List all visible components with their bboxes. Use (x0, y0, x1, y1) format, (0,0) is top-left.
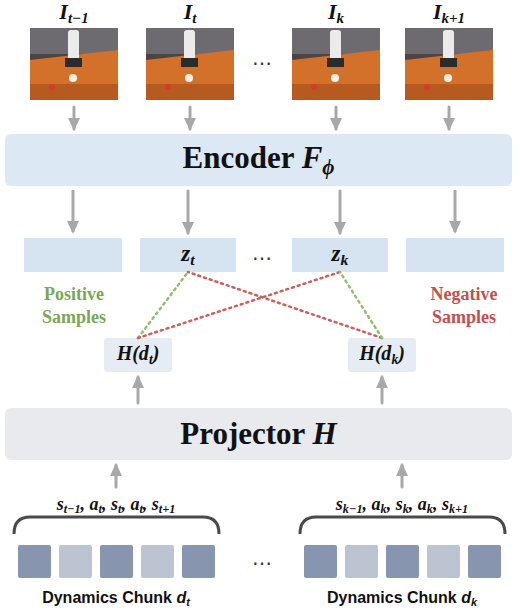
text-part: F (302, 140, 323, 175)
image-frame: Ik+1 (403, 0, 495, 102)
latent-box: zk (292, 238, 388, 272)
image-frame: It−1 (28, 0, 120, 102)
flow-arrow (189, 107, 192, 129)
text-part: k (337, 10, 344, 26)
text-part: k (427, 502, 433, 516)
frame-label: Ik (328, 0, 344, 30)
flow-arrow (187, 191, 190, 233)
frame-label: It (184, 0, 197, 30)
projection-label: H(dt) (117, 342, 160, 368)
latent-box (406, 238, 504, 272)
text-part: k (381, 502, 387, 516)
flow-arrow (137, 377, 140, 403)
chunk-label: Dynamics Chunk dk (327, 589, 477, 608)
projection-box: H(dt) (104, 338, 172, 372)
text-part: t (118, 502, 121, 516)
text-part: k (341, 251, 349, 268)
negative-pair-line (188, 272, 382, 338)
robot-photo (292, 28, 380, 100)
text-part: t (99, 502, 102, 516)
image-frame: Ik (290, 0, 382, 102)
text-part: t (190, 251, 194, 268)
text-part: H (313, 416, 337, 451)
ellipsis: … (242, 546, 282, 570)
text-part: ϕ (322, 155, 334, 179)
text-part: t (149, 352, 153, 367)
chunk-sequence: st−1, at, st, at, st+1 (57, 494, 176, 517)
robot-photo (405, 28, 493, 100)
state-square (386, 545, 419, 578)
flow-arrow (115, 465, 118, 487)
action-square (345, 545, 378, 578)
text-part: k (471, 596, 477, 608)
encoder-label: Encoder Fϕ (182, 140, 334, 180)
dynamics-chunk: st−1, at, st, at, st+1Dynamics Chunk dt (5, 492, 227, 612)
chunk-label: Dynamics Chunk dt (42, 589, 190, 608)
encoder-box: Encoder Fϕ (5, 134, 512, 186)
text-part: k+1 (442, 10, 465, 26)
robot-photo (30, 28, 118, 100)
text-part: t (192, 10, 196, 26)
frame-label: Ik+1 (433, 0, 465, 30)
chunk-bracket (14, 517, 219, 534)
state-square (100, 545, 133, 578)
frame-label: It−1 (59, 0, 88, 30)
positive-label: Positive Samples (26, 283, 122, 329)
latent-box (24, 238, 122, 272)
projector-box: Projector H (5, 408, 512, 460)
latent-label: zk (332, 241, 349, 269)
text-part: k (403, 502, 409, 516)
state-square (468, 545, 501, 578)
flow-arrow (339, 191, 342, 233)
flow-arrow (401, 465, 404, 487)
text-part: k−1 (343, 502, 363, 516)
flow-arrow (335, 107, 338, 129)
latent-box: zt (140, 238, 236, 272)
image-frame: It (144, 0, 236, 102)
text-part: t−1 (64, 502, 81, 516)
ellipsis: … (242, 46, 282, 70)
positive-pair-line (138, 272, 188, 338)
flow-arrow (454, 190, 457, 232)
projection-label: H(dk) (359, 342, 405, 368)
text-part: k (391, 352, 398, 367)
chunk-sequence: sk−1, ak, sk, ak, sk+1 (336, 494, 468, 517)
projection-box: H(dk) (348, 338, 416, 372)
robot-photo (146, 28, 234, 100)
text-part: d (461, 589, 471, 606)
flow-arrow (72, 190, 75, 232)
positive-pair-line (340, 272, 382, 338)
flow-arrow (73, 107, 76, 129)
text-part: t (139, 502, 142, 516)
text-part: t−1 (68, 10, 89, 26)
action-square (141, 545, 174, 578)
action-square (59, 545, 92, 578)
flow-arrow (381, 377, 384, 403)
latent-label: zt (181, 241, 194, 269)
flow-arrow (448, 107, 451, 129)
ellipsis: … (242, 241, 282, 265)
text-part: k+1 (449, 502, 468, 516)
negative-pair-line (138, 272, 340, 338)
negative-label: Negative Samples (414, 283, 514, 329)
text-part: t+1 (159, 502, 176, 516)
state-square (304, 545, 337, 578)
text-part: t (186, 596, 190, 608)
state-square (182, 545, 215, 578)
action-square (427, 545, 460, 578)
text-part: d (176, 589, 186, 606)
projector-label: Projector H (180, 416, 336, 452)
state-square (18, 545, 51, 578)
chunk-bracket (300, 517, 505, 534)
dynamics-chunk: sk−1, ak, sk, ak, sk+1Dynamics Chunk dk (291, 492, 513, 612)
